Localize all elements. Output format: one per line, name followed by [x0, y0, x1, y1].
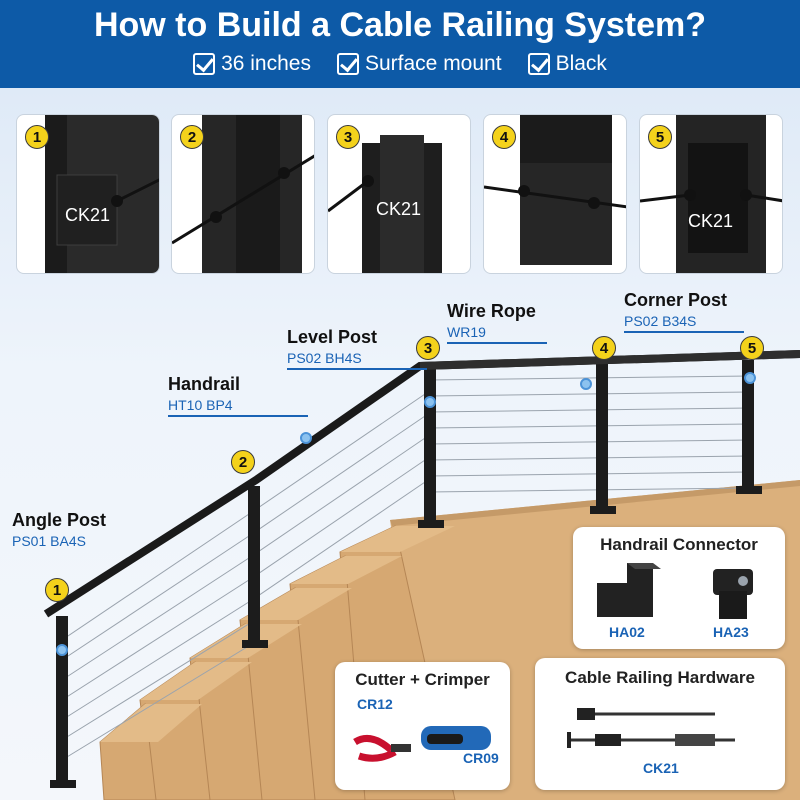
ha23-code: HA23 [713, 624, 749, 640]
stage-badge-4: 4 [592, 336, 616, 360]
part-label-wire-rope: Wire Rope WR19 [447, 301, 547, 344]
stage-badge-3: 3 [416, 336, 440, 360]
cable-hardware-icon [567, 708, 735, 748]
stage-badge-5: 5 [740, 336, 764, 360]
part-code: PS01 BA4S [12, 533, 86, 549]
ck21-code: CK21 [643, 760, 679, 776]
part-code: PS02 BH4S [287, 350, 362, 366]
leader-line [447, 342, 547, 344]
part-label-angle-post: Angle Post PS01 BA4S [12, 510, 122, 549]
checkbox-icon [193, 53, 216, 75]
part-name: Level Post [287, 327, 378, 347]
card-title: Cable Railing Hardware [565, 668, 755, 687]
callout-dot-wire-rope [580, 378, 592, 390]
checkbox-icon [527, 53, 550, 75]
spec-height: 36 inches [193, 52, 311, 76]
part-code: HT10 BP4 [168, 397, 233, 413]
part-name: Corner Post [624, 290, 728, 310]
ha23-connector-icon [713, 569, 753, 619]
handrail-connector-card: Handrail Connector HA02 HA23 [573, 527, 785, 649]
callout-dot-level-post [424, 396, 436, 408]
post-detail-illustration [484, 115, 626, 265]
stage-badge-2: 2 [231, 450, 255, 474]
header-banner: How to Build a Cable Railing System? 36 … [0, 0, 800, 88]
step-badge: 3 [336, 125, 360, 149]
page-title: How to Build a Cable Railing System? [93, 6, 707, 44]
spec-color: Black [527, 52, 607, 76]
step-badge: 5 [648, 125, 672, 149]
callout-dot-handrail [300, 432, 312, 444]
step-badge: 2 [180, 125, 204, 149]
part-code: PS02 B34S [624, 313, 697, 329]
part-code: WR19 [447, 324, 486, 340]
step-panel-2: 2 [171, 114, 315, 274]
part-label-handrail: Handrail HT10 BP4 [168, 374, 308, 417]
checkbox-icon [336, 53, 359, 75]
spec-mount: Surface mount [336, 52, 502, 76]
leader-line [624, 331, 744, 333]
post-detail-illustration [172, 115, 314, 273]
part-label-level-post: Level Post PS02 BH4S [287, 327, 427, 370]
cr12-code: CR12 [357, 696, 393, 712]
card-title: Handrail Connector [600, 535, 758, 554]
leader-line [168, 415, 308, 417]
step-panel-1: 1 CK21 [16, 114, 160, 274]
spec-label: 36 inches [221, 52, 311, 75]
part-name: Angle Post [12, 510, 107, 530]
ha02-code: HA02 [609, 624, 645, 640]
part-label-corner-post: Corner Post PS02 B34S [624, 290, 744, 333]
post-detail-illustration [328, 135, 442, 273]
step-badge: 1 [25, 125, 49, 149]
callout-dot-corner-post [744, 372, 756, 384]
spec-list: 36 inches Surface mount Black [0, 52, 800, 76]
cutter-crimper-card: Cutter + Crimper CR12 CR09 [335, 662, 510, 790]
post-detail-illustration [45, 115, 159, 273]
cable-hardware-card: Cable Railing Hardware CK21 [535, 658, 785, 790]
step-panel-4: 4 [483, 114, 627, 274]
stage-badge-1: 1 [45, 578, 69, 602]
step-panel-5: 5 CK21 [639, 114, 783, 274]
part-name: Handrail [168, 374, 241, 394]
step-badge: 4 [492, 125, 516, 149]
ck21-label: CK21 [688, 211, 734, 231]
leader-line [287, 368, 427, 370]
part-name: Wire Rope [447, 301, 536, 321]
callout-dot-angle-post [56, 644, 68, 656]
ck21-label: CK21 [376, 199, 422, 219]
cr09-code: CR09 [463, 750, 499, 766]
post-detail-illustration [640, 115, 782, 273]
card-title: Cutter + Crimper [355, 670, 490, 689]
ck21-label: CK21 [65, 205, 111, 225]
spec-label: Black [555, 52, 607, 75]
step-panel-3: 3 CK21 [327, 114, 471, 274]
ha02-connector-icon [597, 563, 661, 617]
spec-label: Surface mount [364, 52, 502, 75]
cutter-crimper-tool-icon [353, 726, 491, 762]
